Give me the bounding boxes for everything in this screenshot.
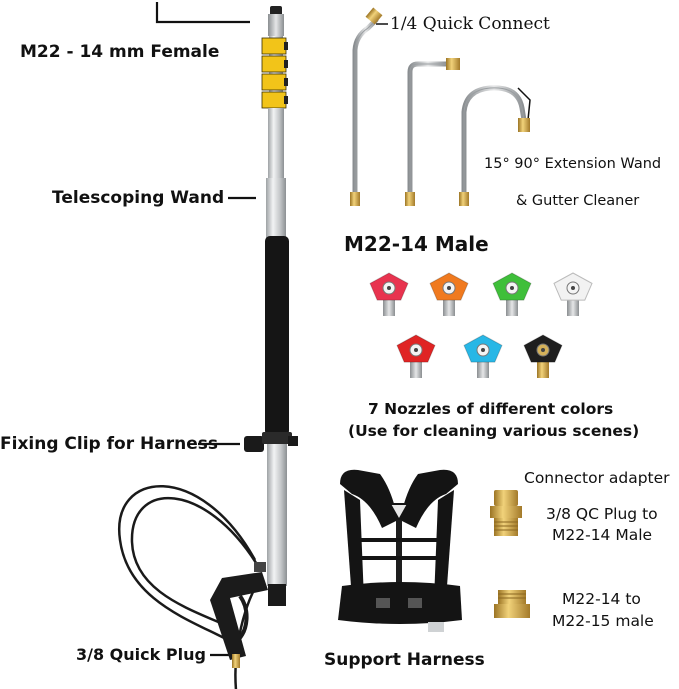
nozzle-black bbox=[523, 334, 563, 378]
quick-plug-label: 3/8 Quick Plug bbox=[76, 645, 206, 664]
nozzle-set bbox=[369, 272, 593, 378]
extension-wand-15-degree bbox=[350, 7, 383, 206]
extension-wand-label-line1: 15° 90° Extension Wand bbox=[484, 156, 662, 172]
nozzles-label-line2: (Use for cleaning various scenes) bbox=[348, 422, 640, 440]
nozzle-orange bbox=[429, 272, 469, 316]
support-harness bbox=[338, 469, 462, 632]
harness-clip bbox=[244, 432, 298, 452]
spray-gun bbox=[210, 562, 268, 668]
adapter2-label-line2: M22-15 male bbox=[552, 612, 654, 630]
male-connector-label: M22-14 Male bbox=[344, 232, 489, 256]
wand-tip bbox=[270, 6, 282, 16]
adapter1-label-line1: 3/8 QC Plug to bbox=[546, 505, 658, 523]
fixing-clip-label: Fixing Clip for Harness bbox=[0, 434, 218, 454]
nozzles-label-line1: 7 Nozzles of different colors bbox=[368, 400, 614, 418]
nozzle-red bbox=[396, 334, 436, 378]
wand-female-fitting bbox=[268, 14, 284, 36]
extension-wands bbox=[350, 7, 530, 206]
foam-grip bbox=[265, 236, 289, 436]
telescoping-wand-label: Telescoping Wand bbox=[52, 188, 225, 208]
female-connector-pointer bbox=[155, 2, 250, 24]
adapter2-label-line1: M22-14 to bbox=[562, 590, 641, 608]
nozzle-blue bbox=[463, 334, 503, 378]
extension-wand-90-degree bbox=[405, 58, 460, 206]
extension-wand-label-line2: & Gutter Cleaner bbox=[516, 193, 640, 209]
yellow-clamps bbox=[261, 37, 288, 109]
gutter-cleaner-wand bbox=[459, 85, 530, 206]
adapter1-label-line2: M22-14 Male bbox=[552, 526, 653, 544]
adapter-m22-14-to-m22-15 bbox=[494, 590, 530, 618]
nozzle-green bbox=[492, 272, 532, 316]
female-connector-label: M22 - 14 mm Female bbox=[20, 42, 220, 62]
adapter-qc-plug-to-m22 bbox=[490, 490, 522, 536]
nozzle-red bbox=[369, 272, 409, 316]
telescoping-wand bbox=[244, 6, 298, 606]
nozzle-white bbox=[553, 272, 593, 316]
quick-connect-label: 1/4 Quick Connect bbox=[390, 14, 550, 34]
connector-adapter-label: Connector adapter bbox=[524, 469, 670, 487]
support-harness-label: Support Harness bbox=[324, 650, 485, 670]
extension-wand-pointer bbox=[517, 87, 531, 121]
